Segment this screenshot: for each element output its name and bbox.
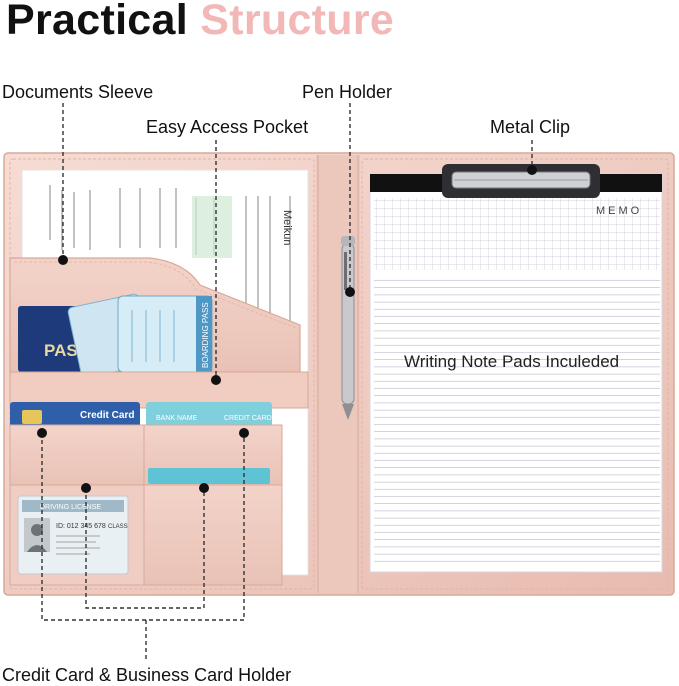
title-word-practical: Practical <box>6 0 188 44</box>
license-title: DRIVING LICENSE <box>40 504 101 511</box>
label-documents-sleeve: Documents Sleeve <box>2 82 154 102</box>
id-window: DRIVING LICENSE ID: 012 345 678 CLASS <box>17 495 129 575</box>
memo-label: MEMO <box>596 205 643 217</box>
boarding-pass-text: BOARDING PASS <box>201 302 210 368</box>
title-word-structure: Structure <box>200 0 395 44</box>
note-pad-caption: Writing Note Pads Inculeded <box>404 352 620 371</box>
license-id: ID: 012 345 678 <box>56 523 106 530</box>
svg-text:CREDIT CARD: CREDIT CARD <box>224 415 272 422</box>
svg-text:CLASS: CLASS <box>108 524 128 530</box>
label-easy-access-pocket: Easy Access Pocket <box>146 117 309 137</box>
brand-text: Meikun <box>281 210 293 245</box>
credit-card-text: Credit Card <box>80 410 134 421</box>
credit-cards: Credit Card BANK NAME CREDIT CARD <box>10 402 272 430</box>
label-metal-clip: Metal Clip <box>490 117 571 137</box>
label-card-holder: Credit Card & Business Card Holder <box>2 665 292 685</box>
svg-text:BANK NAME: BANK NAME <box>156 415 198 422</box>
passport-and-tickets: PASS BOARDING PASS <box>18 293 213 379</box>
pen <box>341 236 355 420</box>
callout-dots <box>37 165 537 493</box>
metal-clip <box>442 164 600 198</box>
label-pen-holder: Pen Holder <box>302 82 393 102</box>
note-pad <box>369 173 663 573</box>
page-title: Practical Structure <box>6 0 394 45</box>
callout-lines <box>41 103 533 660</box>
